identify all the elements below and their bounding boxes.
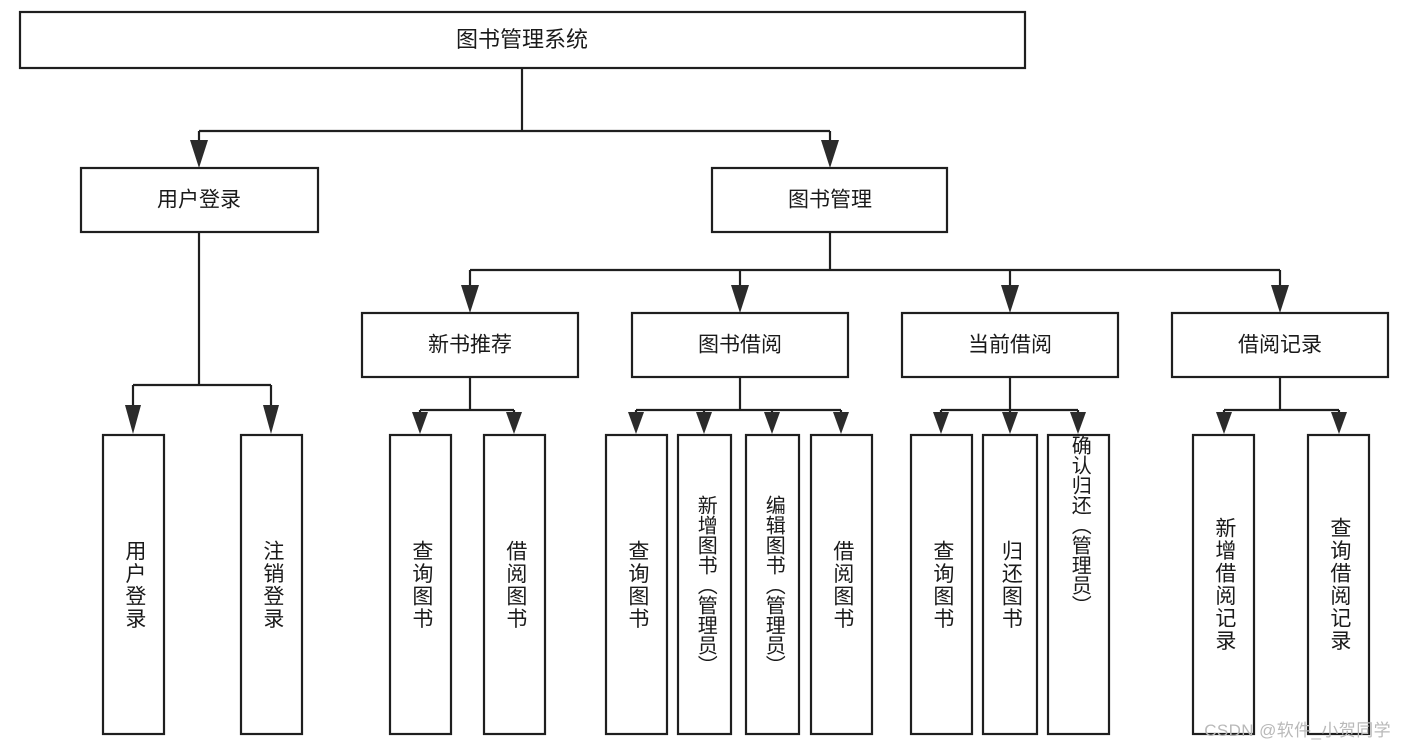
arrowhead-to-book-manage (821, 140, 839, 168)
node-root-label: 图书管理系统 (456, 27, 588, 52)
leaf-box-nb-borrow-book[interactable] (482, 433, 547, 736)
arrowhead-br-leaf-1 (1216, 412, 1232, 434)
leaf-box-cb-confirm-return[interactable] (1046, 433, 1111, 736)
node-user-login[interactable]: 用户登录 (79, 166, 320, 234)
node-current-borrow[interactable]: 当前借阅 (900, 311, 1120, 379)
connector-group-userlogin-to-leaves (125, 232, 279, 434)
connector-group-root-to-level2 (190, 68, 839, 168)
arrowhead-to-borrow-record (1271, 285, 1289, 313)
node-user-login-label: 用户登录 (157, 189, 241, 212)
leaf-box-cb-return-book[interactable] (981, 433, 1039, 736)
arrowhead-leaf-logout (263, 405, 279, 434)
node-root-system[interactable]: 图书管理系统 (18, 10, 1027, 70)
leaf-box-bb-borrow-book[interactable] (809, 433, 874, 736)
leaf-box-bb-edit-book[interactable] (744, 433, 801, 736)
node-book-borrow[interactable]: 图书借阅 (630, 311, 850, 379)
node-book-manage-box[interactable] (710, 166, 949, 234)
arrowhead-br-leaf-2 (1331, 412, 1347, 434)
node-book-borrow-label: 图书借阅 (698, 334, 782, 357)
arrowhead-to-book-borrow (731, 285, 749, 313)
node-book-borrow-box[interactable] (630, 311, 850, 379)
node-current-borrow-box[interactable] (900, 311, 1120, 379)
node-root-box[interactable] (18, 10, 1027, 70)
arrowhead-nb-leaf-2 (506, 412, 522, 434)
arrowhead-cb-leaf-3 (1070, 412, 1086, 434)
node-user-login-box[interactable] (79, 166, 320, 234)
leaf-box-br-add-record[interactable] (1191, 433, 1256, 736)
node-book-manage-label: 图书管理 (788, 189, 872, 212)
leaf-box-logout[interactable] (239, 433, 304, 736)
arrowhead-nb-leaf-1 (412, 412, 428, 434)
node-new-book-recommend-box[interactable] (360, 311, 580, 379)
leaf-box-bb-query-book[interactable] (604, 433, 669, 736)
connector-group-borrowrecord-to-leaves (1216, 377, 1347, 434)
arrowhead-cb-leaf-1 (933, 412, 949, 434)
leaf-box-nb-query-book[interactable] (388, 433, 453, 736)
leaf-box-bb-add-book[interactable] (676, 433, 733, 736)
arrowhead-to-new-book-recommend (461, 285, 479, 313)
connector-group-bookmanage-to-level3 (461, 232, 1289, 313)
node-book-manage[interactable]: 图书管理 (710, 166, 949, 234)
csdn-watermark: CSDN @软件_小贺同学 (1204, 721, 1391, 740)
arrowhead-cb-leaf-2 (1002, 412, 1018, 434)
connector-group-newbook-to-leaves (412, 377, 522, 434)
node-new-book-recommend[interactable]: 新书推荐 (360, 311, 580, 379)
arrowhead-bb-leaf-3 (764, 412, 780, 434)
connector-group-bookborrow-to-leaves (628, 377, 849, 434)
connector-group-currentborrow-to-leaves (933, 377, 1086, 434)
arrowhead-to-user-login (190, 140, 208, 168)
node-borrow-record-box[interactable] (1170, 311, 1390, 379)
leaf-box-br-query-record[interactable] (1306, 433, 1371, 736)
node-borrow-record[interactable]: 借阅记录 (1170, 311, 1390, 379)
arrowhead-leaf-user-login (125, 405, 141, 434)
arrowhead-to-current-borrow (1001, 285, 1019, 313)
arrowhead-bb-leaf-4 (833, 412, 849, 434)
leaf-box-cb-query-book[interactable] (909, 433, 974, 736)
node-current-borrow-label: 当前借阅 (968, 334, 1052, 357)
arrowhead-bb-leaf-1 (628, 412, 644, 434)
leaf-box-user-login[interactable] (101, 433, 166, 736)
node-new-book-recommend-label: 新书推荐 (428, 334, 512, 357)
arrowhead-bb-leaf-2 (696, 412, 712, 434)
node-borrow-record-label: 借阅记录 (1238, 334, 1322, 357)
